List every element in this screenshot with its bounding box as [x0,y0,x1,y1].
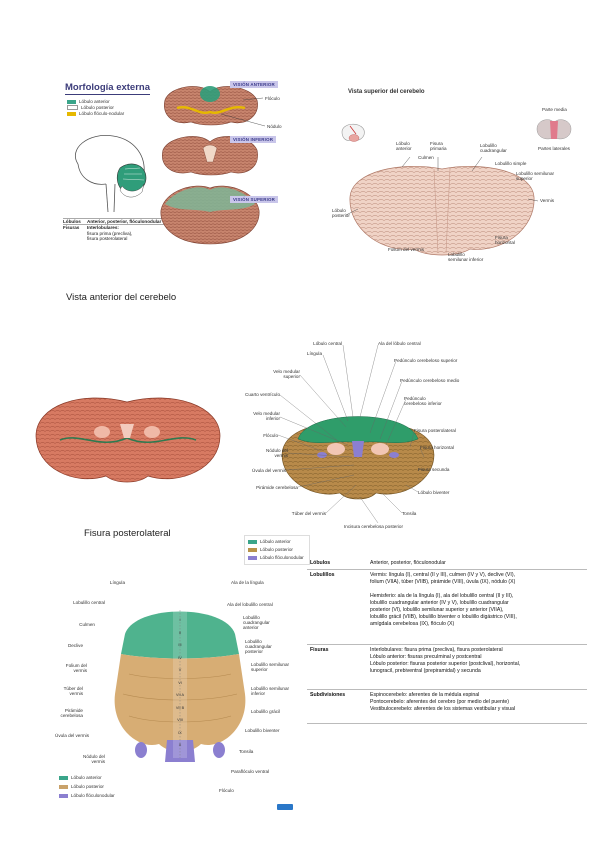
p3-label-velo-medular-superior: Velo medular superior [273,369,300,379]
p4-label-gracil: Lobulillo grácil [251,709,281,714]
p4-label-tuber-del-vermis: Túber del vermis [63,686,83,696]
p3-label-lobulo-central: Lóbulo central [313,341,342,346]
label-lobulillo-simple: Lobulillo simple [495,161,527,166]
p4-label-semilunar-superior: Lobulillo semilunar superior [251,662,290,672]
p4-label-culmen: Culmen [79,622,95,627]
p4-legend-2: Lóbulo flóculonodular [59,793,115,798]
p3-label-fisura-posterolateral: Fisura posterolateral [414,428,456,433]
panel3-callout-lines [277,344,425,524]
cerebellum-flattened-diagram [114,610,246,762]
callout-nodulo: Nódulo [267,124,282,129]
panel3-legend: Lóbulo anterior Lóbulo posterior Lóbulo … [244,535,310,565]
p3-label-lingula: Língula [306,351,322,356]
panel1-legend-2: Lóbulo flóculo-nodular [67,111,124,116]
callout-floculo: Flóculo [265,96,280,101]
panel1-legend-1: Lóbulo posterior [67,105,114,110]
inset-label-partes-laterales: Partes laterales [538,146,570,151]
brain-sagittal-drawing [75,135,147,213]
label-folium-del-vermis: Folium del vermis [388,247,424,252]
label-vermis: Vermis [540,198,555,203]
p3-legend-2: Lóbulo flóculonodular [248,555,304,560]
label-fisura-horizontal: Fisura horizontal [495,235,515,245]
panel-morfologia-externa: Morfología externa Lóbulo anterior Lóbul… [55,78,300,258]
tag-vision-superior: VISIÓN SUPERIOR [230,196,279,203]
p4-label-cuadrangular-posterior: Lobulillo cuadrangular posterior [245,639,272,654]
p4-label-nodulo-del-vermis: Nódulo del vermis [83,754,105,764]
cerebellum-three-views [160,86,266,245]
p3-legend-1: Lóbulo posterior [248,547,293,552]
p4-label-ala-lobulillo-central: Ala del lobulillo central [227,602,273,607]
p3-label-ala-lobulo-central: Ala del lóbulo central [378,341,421,346]
p3-label-uvula-del-vermis: Úvula del vermis [252,468,286,473]
table-row: Fisuras Interlobulares: fisura prima (pr… [307,645,587,690]
p3-label-lobulo-biventer: Lóbulo biventer [418,490,450,495]
p4-label-piramide-cerebelosa: Pirámide cerebelosa [60,708,83,718]
tag-vision-anterior: VISIÓN ANTERIOR [230,81,278,88]
tag-vision-inferior: VISIÓN INFERIOR [230,136,277,143]
p3-label-incisura-posterior: Incisura cerebelosa posterior [344,524,403,529]
p3-label-fisura-horizontal: Fisura horizontal [420,445,454,450]
p3-label-piramide-cerebelosa: Pirámide cerebelosa [256,485,298,490]
p3-label-fisura-secunda: Fisura secunda [418,467,450,472]
panel1-legend-0: Lóbulo anterior [67,99,110,104]
inset-cerebellum-parts [536,119,572,140]
inset-label-parte-media: Parte media [542,107,567,112]
table-row: Lobulillos Vermis: língula (I), central … [307,570,587,645]
cerebellum-anterior-plain [35,397,221,483]
p4-label-semilunar-inferior: Lobulillo semilunar inferior [251,686,290,696]
label-lobulo-anterior: Lóbulo anterior [396,141,412,151]
p4-label-parafloculo-ventral: Paraflóculo ventral [231,769,270,774]
label-culmen: Culmen [418,155,434,160]
panel2-title: Vista superior del cerebelo [348,89,425,95]
section-title-vista-anterior: Vista anterior del cerebelo [66,292,177,303]
label-lobulillo-semilunar-superior: Lobulillo semilunar superior [516,171,555,181]
p3-label-velo-medular-inferior: Velo medular inferior [253,411,280,421]
p4-legend-1: Lóbulo posterior [59,784,104,789]
p4-label-folium-del-vermis: Folium del vermis [65,663,87,673]
p3-label-floculo: Flóculo [263,433,278,438]
p4-label-tonsila: Tonsila [239,749,254,754]
p3-label-pedunculo-inferior: Pedúnculo cerebeloso inferior [404,396,442,406]
cerebellum-superior-drawing [345,157,539,256]
p4-legend-0: Lóbulo anterior [59,775,102,780]
label-fisura-primaria: Fisura primaria [430,141,447,151]
p3-label-tonsila: Tonsila [402,511,417,516]
p4-label-declive: Declive [67,643,83,648]
cerebellum-anterior-colored [281,416,435,500]
panel1-title: Morfología externa [65,82,150,95]
p4-label-lobulillo-central: Lobulillo central [73,600,105,605]
panel-anterior-labeled: Lóbulo central Língula Velo medular supe… [238,335,470,535]
p3-label-nodulo-del-vermis: Nódulo del vermis [266,448,288,458]
lobulos-info-table: Lóbulos Anterior, posterior, flóculonodu… [307,558,587,724]
p3-label-pedunculo-superior: Pedúnculo cerebeloso superior [394,358,458,363]
p3-label-pedunculo-medio: Pedúnculo cerebeloso medio [400,378,460,383]
table-row: Subdivisiones Espinocerebelo: aferentes … [307,690,587,724]
p3-legend-0: Lóbulo anterior [248,539,291,544]
p3-label-cuarto-ventriculo: Cuarto ventrículo [245,392,280,397]
p4-label-uvula-del-vermis: Úvula del vermis [55,733,89,738]
panel-vista-superior: Vista superior del cerebelo Parte media … [330,85,575,265]
label-lobulillo-semilunar-inferior: Lobulillo semilunar inferior [448,252,484,262]
inset-brain-icon [341,123,365,142]
p3-label-tuber-del-vermis: Túber del vermis [291,511,326,516]
p4-label-ala-lingula: Ala de la língula [231,580,264,585]
section-title-fisura-posterolateral: Fisura posterolateral [84,528,171,539]
p4-label-biventer: Lobulillo biventer [245,728,280,733]
label-lobulo-posterior: Lóbulo posterior [332,208,350,218]
p4-label-lingula: Língula [109,580,125,585]
blue-badge [277,804,293,810]
label-lobulillo-cuadrangular: Lobulillo cuadrangular [480,143,507,153]
p4-label-floculo: Flóculo [219,788,234,793]
table-row: Lóbulos Anterior, posterior, flóculonodu… [307,558,587,570]
p4-label-cuadrangular-anterior: Lobulillo cuadrangular anterior [243,615,270,630]
